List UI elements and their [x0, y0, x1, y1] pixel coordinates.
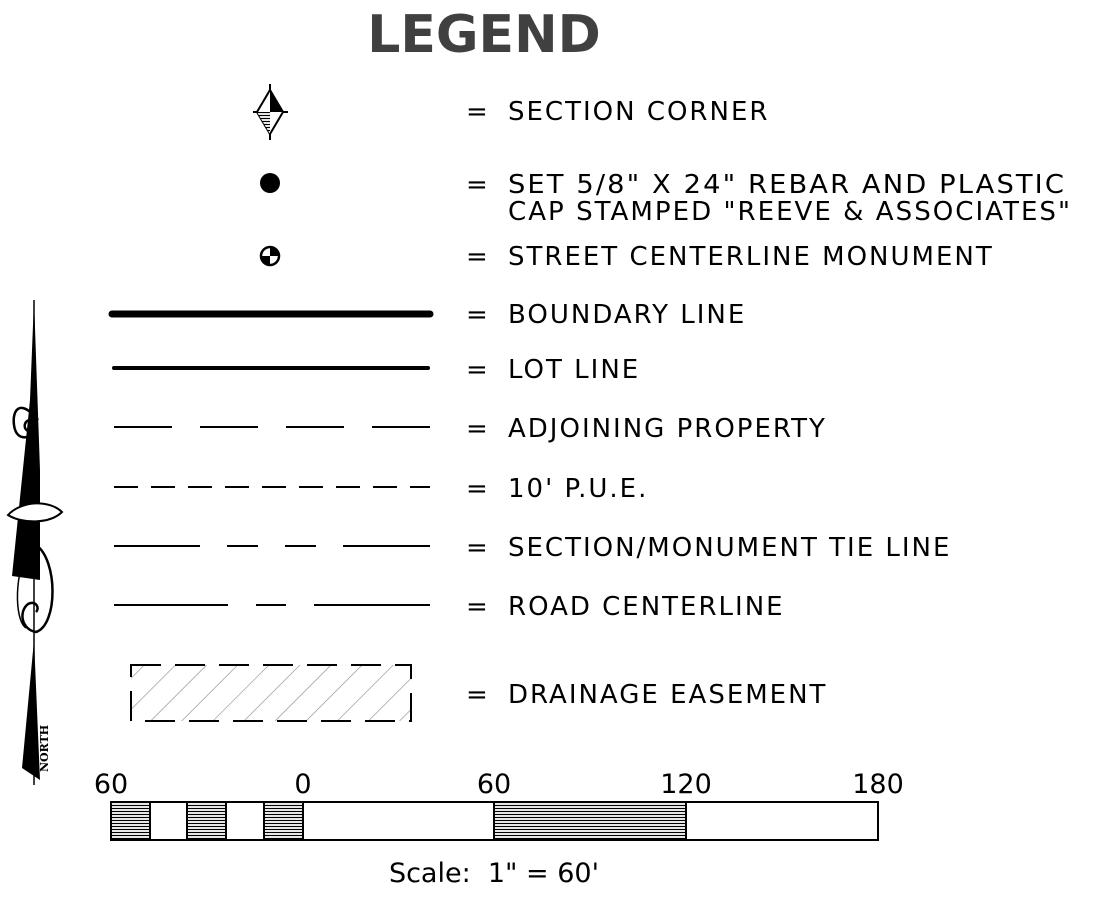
scale-tick-label: 120: [660, 769, 712, 800]
scale-tick-label: 60: [94, 769, 128, 800]
scale-bar: 60 0 60 120 180 Scale: 1" = 60': [94, 769, 904, 889]
equals-sign: =: [466, 680, 490, 710]
label-pue: 10' P.U.E.: [508, 474, 648, 504]
label-rebar-line-2: CAP STAMPED "REEVE & ASSOCIATES": [508, 197, 1072, 227]
equals-sign: =: [466, 300, 490, 330]
equals-sign: =: [466, 242, 490, 272]
centerline-monument-icon: [259, 245, 281, 267]
equals-sign: =: [466, 170, 490, 200]
label-section-corner: SECTION CORNER: [508, 97, 769, 127]
scale-tick-label: 0: [294, 769, 311, 800]
equals-sign: =: [466, 414, 490, 444]
scale-tick-label: 180: [852, 769, 904, 800]
rebar-dot-icon: [260, 173, 280, 193]
section-corner-icon: [253, 84, 288, 140]
scale-tick-label: 60: [477, 769, 511, 800]
scale-caption: Scale: 1" = 60': [389, 858, 599, 889]
drainage-easement-symbol: [130, 664, 412, 722]
equals-sign: =: [466, 474, 490, 504]
label-drainage-easement: DRAINAGE EASEMENT: [508, 680, 827, 710]
equals-sign: =: [466, 533, 490, 563]
label-lot-line: LOT LINE: [508, 355, 640, 385]
north-arrow: NORTH: [6, 300, 64, 785]
label-boundary-line: BOUNDARY LINE: [508, 300, 746, 330]
equals-sign: =: [466, 355, 490, 385]
equals-sign: =: [466, 592, 490, 622]
label-adjoining-property: ADJOINING PROPERTY: [508, 414, 827, 444]
label-tie-line: SECTION/MONUMENT TIE LINE: [508, 533, 951, 563]
equals-sign: =: [466, 97, 490, 127]
north-label: NORTH: [38, 725, 51, 772]
label-rebar-line-1: SET 5/8" X 24" REBAR AND PLASTIC: [508, 170, 1066, 200]
legend-title: LEGEND: [367, 5, 601, 65]
label-street-centerline-monument: STREET CENTERLINE MONUMENT: [508, 242, 994, 272]
label-road-centerline: ROAD CENTERLINE: [508, 592, 785, 622]
legend-labels: = SECTION CORNER = SET 5/8" X 24" REBAR …: [466, 97, 1072, 710]
